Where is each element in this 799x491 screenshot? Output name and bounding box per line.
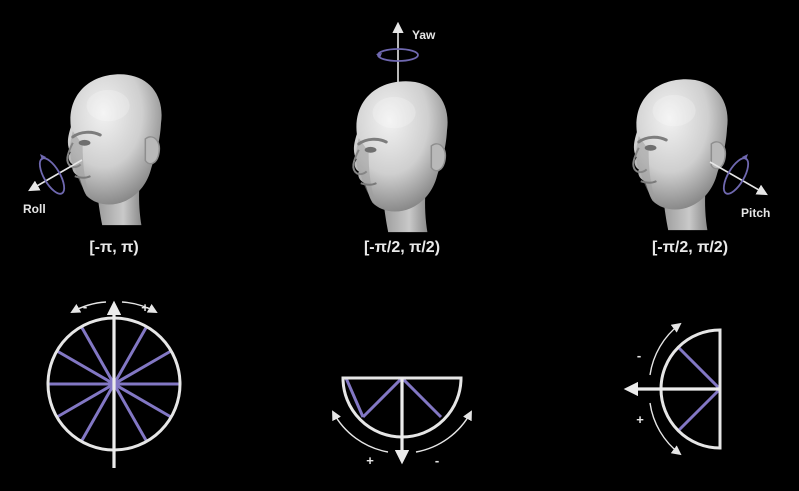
roll-panel: Roll [-π, π) - + — [23, 72, 182, 468]
pitch-axis-label: Pitch — [741, 206, 770, 220]
pitch-panel: Pitch [-π/2, π/2) - + — [623, 77, 770, 456]
yaw-plus-sign: + — [366, 453, 374, 468]
yaw-axis-icon — [376, 21, 419, 82]
roll-full-circle-icon — [46, 300, 182, 468]
yaw-panel: Yaw [-π/2, π/2) + - — [332, 21, 472, 468]
yaw-head-icon — [351, 79, 450, 234]
roll-plus-sign: + — [141, 300, 149, 315]
roll-axis-icon — [28, 154, 83, 195]
yaw-minus-sign: - — [435, 453, 439, 468]
roll-range-label: [-π, π) — [89, 239, 138, 256]
pitch-minus-sign: - — [637, 348, 641, 363]
pitch-plus-sign: + — [636, 412, 644, 427]
yaw-axis-label: Yaw — [412, 28, 436, 42]
pitch-axis-icon — [709, 154, 768, 196]
pitch-half-circle-left-icon — [623, 322, 722, 456]
roll-head-icon — [65, 72, 164, 227]
pitch-range-label: [-π/2, π/2) — [652, 239, 728, 256]
roll-axis-label: Roll — [23, 202, 46, 216]
yaw-range-label: [-π/2, π/2) — [364, 239, 440, 256]
roll-minus-sign: - — [83, 299, 87, 314]
yaw-half-circle-down-icon — [332, 376, 472, 465]
pitch-head-icon — [631, 77, 730, 232]
